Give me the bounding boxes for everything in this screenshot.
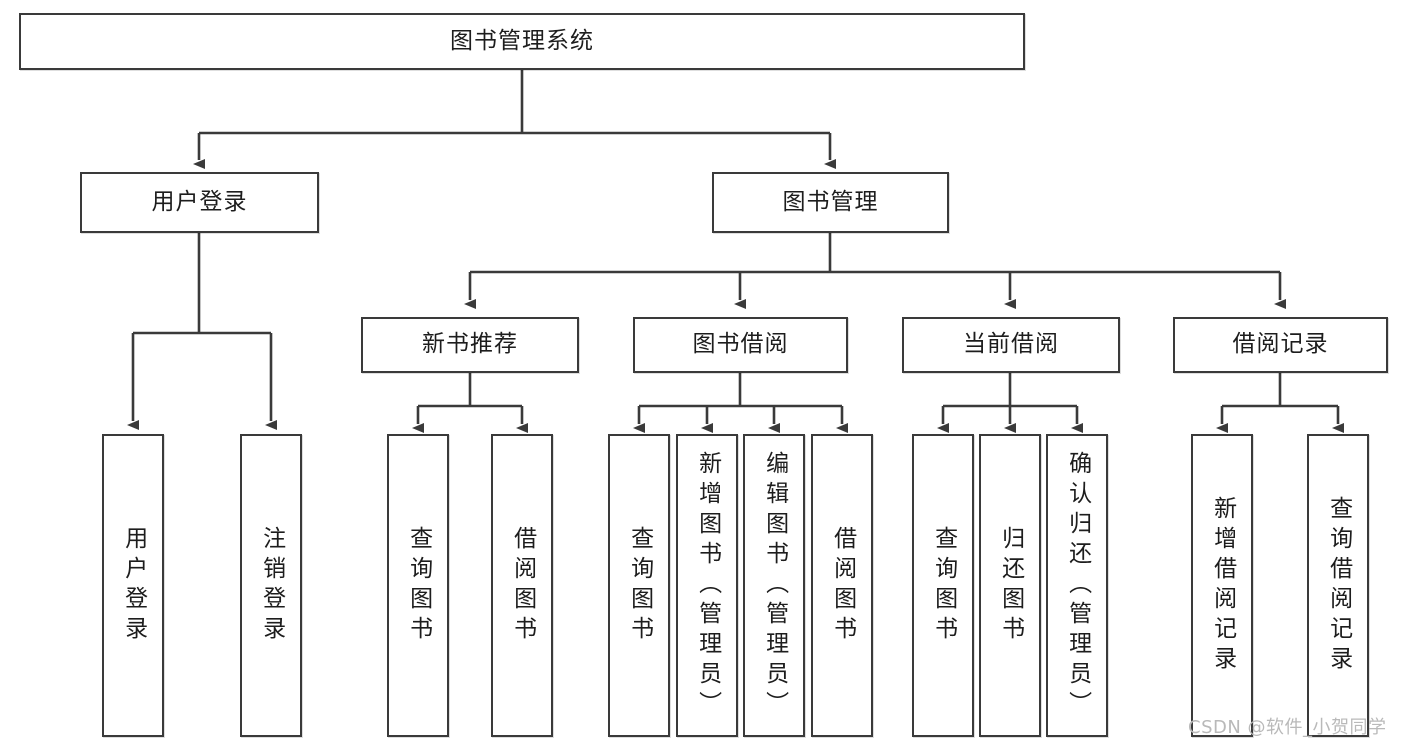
watermark-text: CSDN @软件_小贺同学 — [1188, 717, 1387, 738]
node-label: 图书借阅 — [692, 331, 789, 358]
node-label: 查询图书 — [626, 525, 653, 646]
node-leaf-query-book-current[interactable]: 查询图书 — [912, 434, 974, 737]
node-label: 归还图书 — [997, 525, 1024, 646]
node-label: 查询图书 — [930, 525, 957, 646]
node-book-management[interactable]: 图书管理 — [712, 172, 949, 233]
node-label: 当前借阅 — [963, 331, 1059, 358]
node-label: 编辑图书（管理员） — [761, 450, 788, 721]
node-label: 借阅图书 — [509, 525, 536, 646]
node-label: 查询图书 — [405, 525, 432, 646]
node-book-borrow[interactable]: 图书借阅 — [633, 317, 848, 373]
node-label: 图书管理 — [782, 188, 879, 215]
node-label: 用户登录 — [151, 188, 248, 215]
node-current-borrow[interactable]: 当前借阅 — [902, 317, 1120, 373]
node-leaf-edit-book-admin[interactable]: 编辑图书（管理员） — [743, 434, 805, 737]
node-label: 查询借阅记录 — [1325, 495, 1352, 676]
node-leaf-query-book-borrow[interactable]: 查询图书 — [608, 434, 670, 737]
node-leaf-return-book[interactable]: 归还图书 — [979, 434, 1041, 737]
node-label: 图书管理系统 — [450, 27, 594, 54]
node-leaf-confirm-return-admin[interactable]: 确认归还（管理员） — [1046, 434, 1108, 737]
node-leaf-add-book-admin[interactable]: 新增图书（管理员） — [676, 434, 738, 737]
node-label: 新增图书（管理员） — [694, 450, 721, 721]
node-leaf-logout-login[interactable]: 注销登录 — [240, 434, 302, 737]
node-label: 注销登录 — [258, 525, 285, 646]
node-label: 新增借阅记录 — [1209, 495, 1236, 676]
node-user-login[interactable]: 用户登录 — [80, 172, 319, 233]
node-leaf-add-borrow-record[interactable]: 新增借阅记录 — [1191, 434, 1253, 737]
node-label: 借阅图书 — [829, 525, 856, 646]
node-leaf-query-book-recommend[interactable]: 查询图书 — [387, 434, 449, 737]
node-borrow-record[interactable]: 借阅记录 — [1173, 317, 1388, 373]
node-leaf-borrow-book-recommend[interactable]: 借阅图书 — [491, 434, 553, 737]
node-label: 确认归还（管理员） — [1064, 450, 1091, 721]
node-new-book-recommend[interactable]: 新书推荐 — [361, 317, 579, 373]
node-leaf-borrow-book[interactable]: 借阅图书 — [811, 434, 873, 737]
node-label: 新书推荐 — [422, 331, 518, 358]
node-leaf-user-login[interactable]: 用户登录 — [102, 434, 164, 737]
node-label: 用户登录 — [120, 525, 147, 646]
node-leaf-query-borrow-record[interactable]: 查询借阅记录 — [1307, 434, 1369, 737]
node-root-book-management-system[interactable]: 图书管理系统 — [19, 13, 1025, 70]
node-label: 借阅记录 — [1232, 331, 1329, 358]
